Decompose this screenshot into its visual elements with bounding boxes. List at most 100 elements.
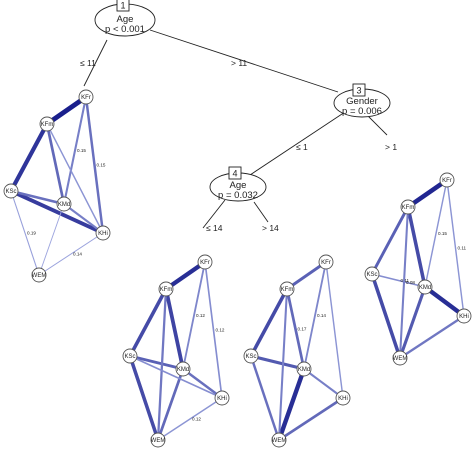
network-edge-KMd-WEM (38, 203, 65, 276)
network-node-label: KMd (58, 202, 70, 208)
network-edge-KFm-KHi (46, 123, 104, 234)
network-node-KMd (417, 279, 433, 295)
network-edge-KMd-KHi (62, 202, 105, 235)
network-node-KFm (39, 116, 55, 132)
network-edge-KFm-KSc (128, 287, 168, 358)
split-variable: Age (117, 14, 134, 25)
network-edge-KSc-KMd (9, 189, 66, 206)
network-edge-KSc-WEM (370, 272, 402, 360)
network-node-label: KFr (321, 260, 331, 266)
network-edge-KFm-KMd (285, 287, 306, 371)
network-node-WEM (31, 267, 47, 283)
network-node-label: WEM (393, 356, 408, 362)
split-node-3: 3 Gender p = 0.006 (333, 83, 391, 118)
edge-weight-label: 0.15 (97, 163, 106, 168)
node-id: 1 (120, 1, 125, 11)
network-node-KFm (158, 281, 174, 297)
split-p-value: p = 0.032 (218, 190, 258, 201)
network-node-KHi (214, 390, 230, 406)
branch-line-3-4 (249, 111, 346, 176)
branch-line-4-leaf5 (202, 199, 226, 229)
edge-weight-label: 0.12 (196, 313, 205, 318)
tree-branches (83, 29, 388, 229)
network-node-WEM (271, 432, 287, 448)
network-node-KSc (3, 183, 19, 199)
network-edge-KFm-WEM (398, 205, 410, 360)
network-node-label: KHi (98, 231, 108, 237)
network-node-label: WEM (32, 273, 47, 279)
network-node-KFr (197, 254, 213, 270)
network-node-label: KFm (41, 122, 54, 128)
edge-weight-label: 0.15 (438, 231, 447, 236)
network-node-label: KSc (5, 189, 16, 195)
network-node-label: KHi (217, 396, 227, 402)
network-node-label: KFm (160, 287, 173, 293)
split-p-value: p < 0.001 (105, 24, 145, 35)
network-edge-KFm-KMd (45, 122, 66, 206)
network-edge-KFr-KMd (62, 95, 88, 206)
network-edge-KSc-KMd (249, 354, 306, 371)
network-edge-KMd-WEM (398, 285, 427, 360)
network-node-KFr (78, 89, 94, 105)
network-edge-KFr-KFm (285, 260, 328, 291)
network-edge-WEM-KHi (277, 396, 345, 442)
branch-line-1-3 (149, 29, 339, 93)
network-edge-KFr-KMd (182, 261, 206, 370)
network-node-label: KFr (442, 178, 452, 184)
branch-labels: ≤ 11 > 11 ≤ 1 > 1 ≤ 14 > 14 (80, 58, 397, 233)
network-node-KHi (456, 308, 472, 324)
network-node-KFm (400, 199, 416, 215)
network-edge-KFr-KFm (44, 94, 89, 127)
network-edge-KSc-WEM (249, 354, 281, 442)
network-node-label: WEM (151, 438, 166, 444)
network-node-label: KMd (419, 285, 431, 291)
split-variable: Age (230, 180, 247, 191)
network-edge-KFr-KHi (204, 261, 223, 399)
edge-weight-label: 0.11 (458, 246, 467, 251)
network-edge-KFm-KSc (249, 287, 289, 358)
network-node-KMd (56, 196, 72, 212)
network-node-label: KMd (177, 367, 189, 373)
network-node-label: KFr (200, 260, 210, 266)
network-node-label: KHi (338, 396, 348, 402)
network-node-KMd (175, 361, 191, 377)
network-node-label: WEM (272, 438, 287, 444)
network-edge-KSc-KHi (9, 189, 105, 235)
network-edge-KSc-KMd (128, 354, 185, 371)
network-node-label: KHi (459, 314, 469, 320)
network-node-label: KSc (245, 354, 256, 360)
network-node-label: KSc (366, 272, 377, 278)
branch-label: ≤ 11 (80, 58, 96, 68)
network-edge-KMd-KHi (181, 367, 224, 400)
network-node-KFr (439, 172, 455, 188)
network-edge-KSc-WEM (10, 190, 40, 276)
network-edge-KSc-WEM (128, 354, 160, 442)
network-edge-KFr-KMd (424, 179, 448, 288)
network-edge-KFm-KSc (8, 121, 50, 194)
branch-label: > 1 (385, 142, 397, 152)
network-edge-KFr-KFm (405, 177, 450, 210)
network-edge-KFr-KHi (446, 179, 465, 317)
branch-label: > 14 (262, 223, 279, 233)
network-node-KSc (364, 266, 380, 282)
network-edge-KMd-KHi (422, 284, 467, 319)
network-edge-KFm-WEM (277, 287, 289, 442)
split-node-1: 1 Age p < 0.001 (94, 0, 156, 37)
network-node-WEM (150, 432, 166, 448)
node-id: 4 (232, 169, 237, 179)
network-node-WEM (392, 350, 408, 366)
network-node-KHi (95, 225, 111, 241)
network-node-KMd (296, 361, 312, 377)
branch-label: ≤ 14 (206, 223, 223, 233)
branch-line-4-leaf6 (253, 201, 269, 223)
branch-line-1-leaf2 (83, 39, 108, 87)
edge-weight-label: 0.12 (216, 328, 225, 333)
edge-weight-label: 0.19 (27, 231, 36, 236)
split-variable: Gender (346, 96, 378, 107)
edge-weight-label: 0.15 (77, 148, 86, 153)
